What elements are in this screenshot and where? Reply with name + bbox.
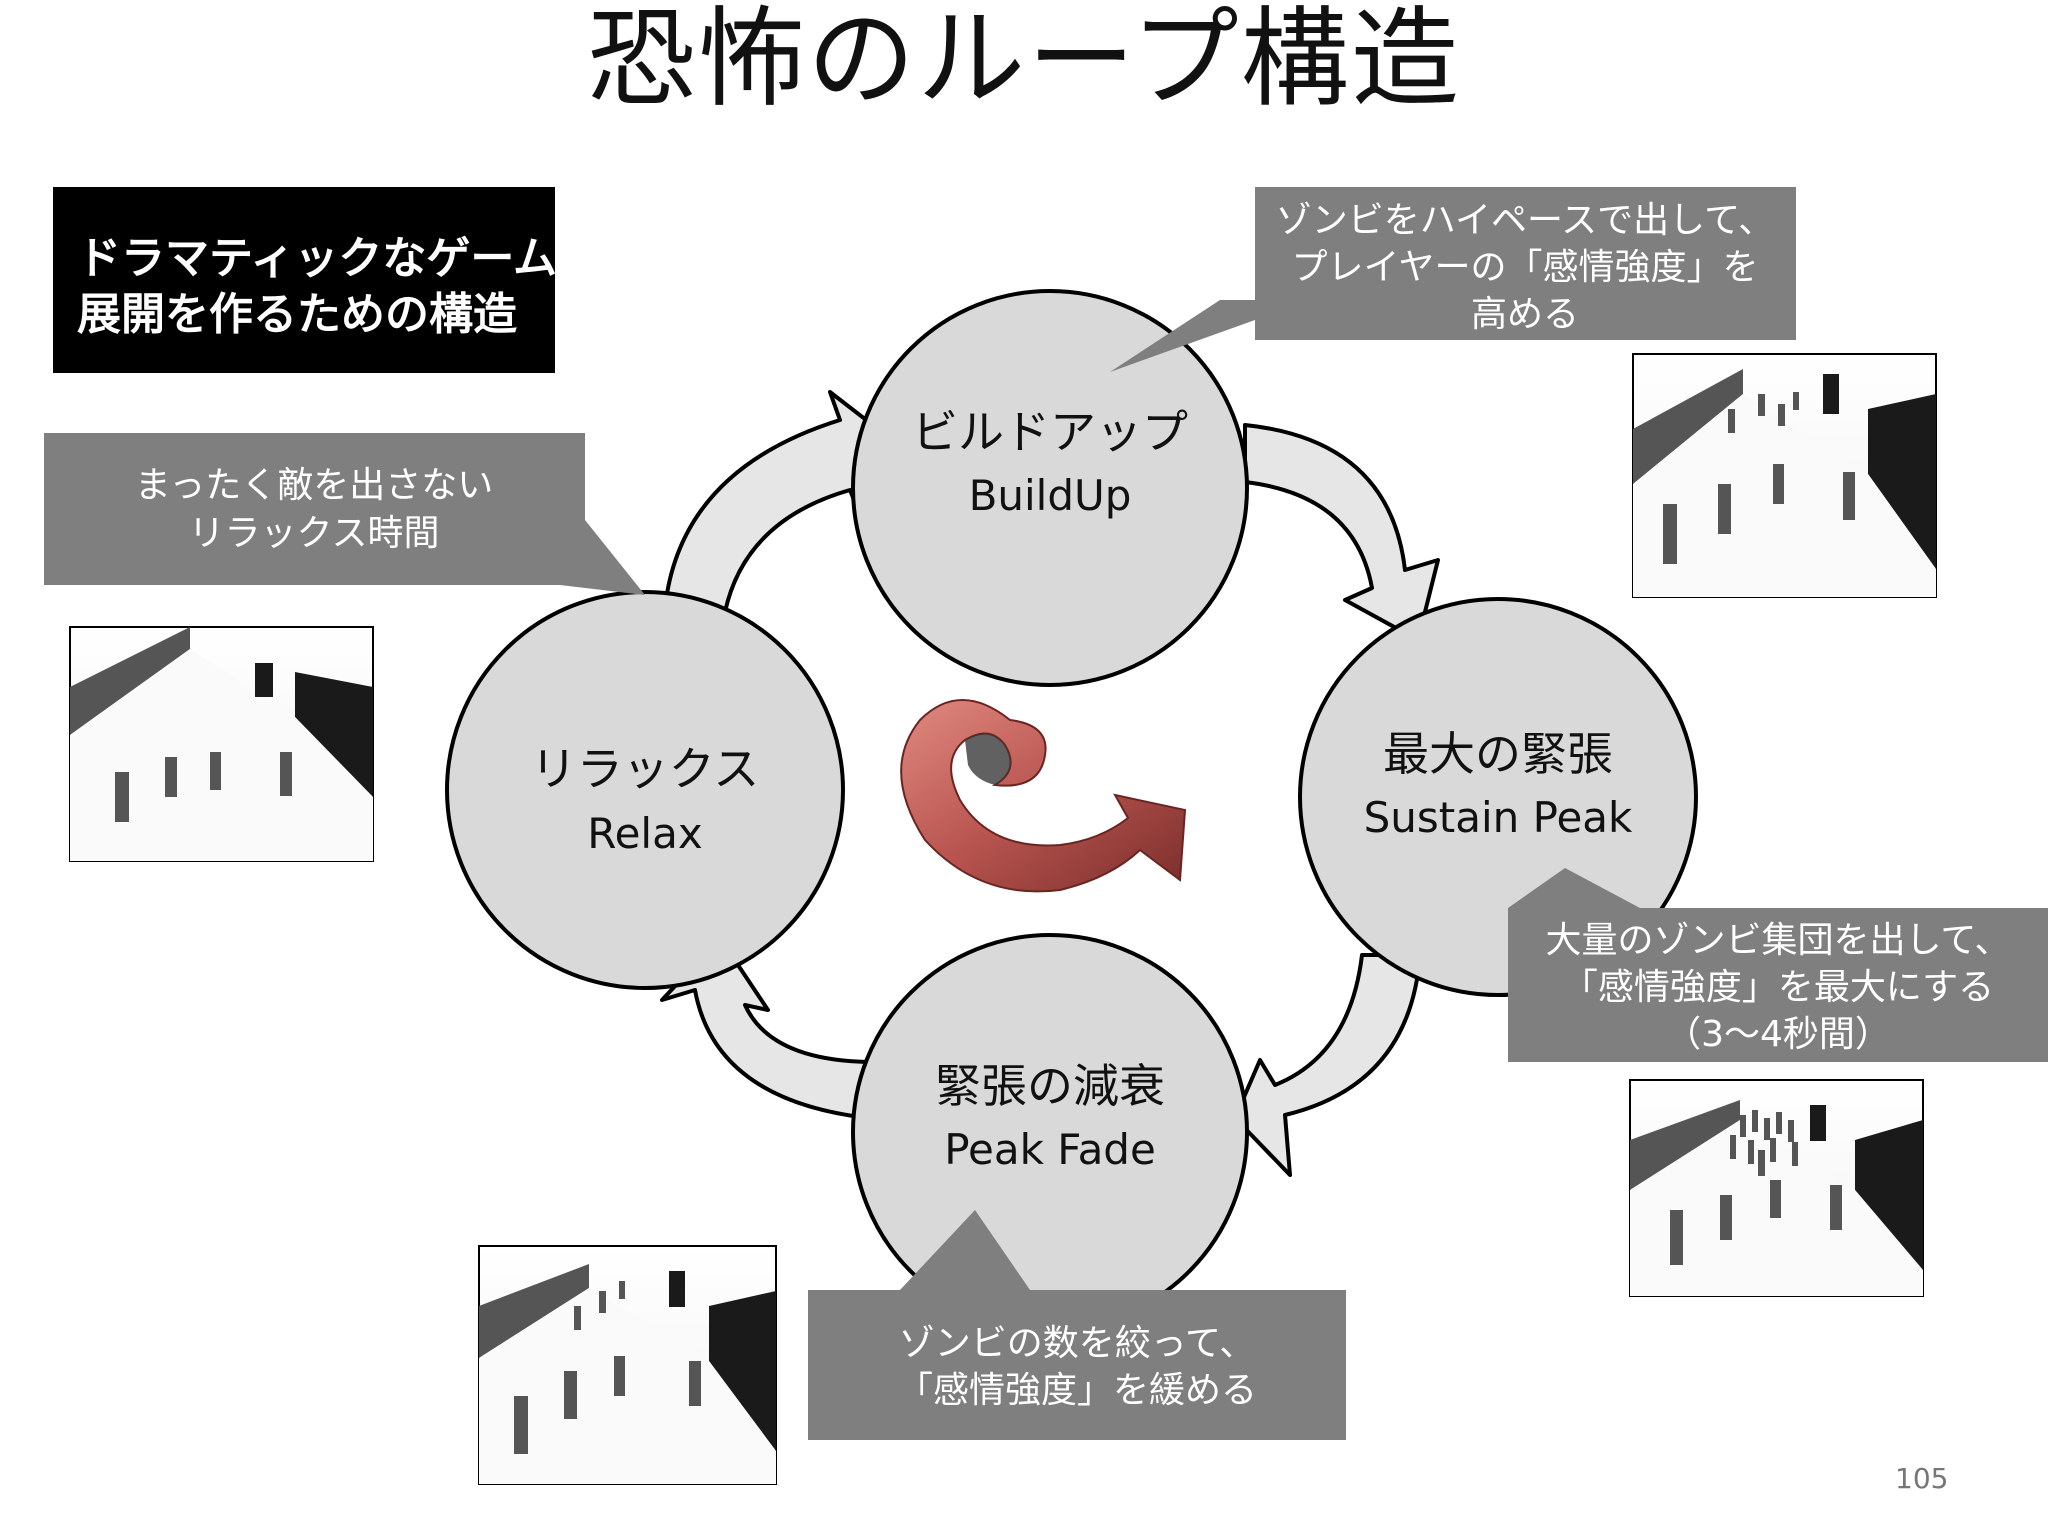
- slide-title: 恐怖のループ構造: [587, 0, 1461, 122]
- stage-buildup: ビルドアップ BuildUp: [851, 289, 1249, 687]
- stage-peak-en: Sustain Peak: [1364, 793, 1633, 842]
- stage-relax-en: Relax: [587, 809, 702, 858]
- zombie-figures: [1663, 392, 1855, 564]
- callout-peak-line: 大量のゾンビ集団を出して、: [1545, 920, 2010, 961]
- stage-buildup-en: BuildUp: [969, 471, 1132, 520]
- cycle-arrow-buildup-to-peak: [1243, 423, 1440, 642]
- corridor-image-relax: [69, 626, 374, 862]
- stage-fade: 緊張の減衰 Peak Fade: [851, 933, 1249, 1331]
- callout-fade-line: 「感情強度」を緩める: [897, 1370, 1257, 1411]
- zombie-figures: [115, 752, 292, 822]
- cycle-arrow-fade-to-relax: [660, 936, 870, 1120]
- spiral-loop-icon: [900, 699, 1187, 893]
- callout-buildup-line: 高める: [1471, 294, 1579, 335]
- zombie-figures: [1670, 1110, 1842, 1265]
- zombie-figures: [514, 1281, 701, 1454]
- stage-buildup-jp: ビルドアップ: [912, 405, 1188, 459]
- callout-buildup: ゾンビをハイペースで出して、 プレイヤーの「感情強度」を 高める: [1110, 187, 1796, 372]
- callout-relax: まったく敵を出さない リラックス時間: [44, 433, 645, 595]
- callout-fade: ゾンビの数を絞って、 「感情強度」を緩める: [808, 1210, 1346, 1440]
- callout-fade-line: ゾンビの数を絞って、: [899, 1323, 1255, 1364]
- corridor-image-peak: [1629, 1079, 1924, 1297]
- callout-peak-line: （3～4秒間）: [1665, 1014, 1891, 1055]
- callout-buildup-line: ゾンビをハイペースで出して、: [1276, 200, 1775, 241]
- intro-box: ドラマティックなゲーム 展開を作るための構造: [53, 187, 558, 373]
- callout-peak-line: 「感情強度」を最大にする: [1562, 967, 1994, 1008]
- corridor-image-fade: [478, 1245, 777, 1485]
- page-number: 105: [1895, 1462, 1949, 1495]
- cycle-arrow-relax-to-buildup: [663, 390, 907, 614]
- callout-relax-line: リラックス時間: [189, 513, 440, 554]
- callout-relax-line: まったく敵を出さない: [135, 465, 494, 506]
- stage-relax: リラックス Relax: [445, 590, 845, 990]
- corridor-image-buildup: [1632, 353, 1937, 598]
- callout-buildup-line: プレイヤーの「感情強度」を: [1292, 247, 1759, 288]
- stage-peak-jp: 最大の緊張: [1383, 727, 1613, 781]
- cycle-arrow-peak-to-fade: [1233, 953, 1422, 1177]
- stage-fade-jp: 緊張の減衰: [935, 1059, 1165, 1113]
- intro-line: 展開を作るための構造: [77, 289, 517, 340]
- callout-peak: 大量のゾンビ集団を出して、 「感情強度」を最大にする （3～4秒間）: [1508, 868, 2048, 1062]
- stage-fade-en: Peak Fade: [944, 1125, 1156, 1174]
- stage-relax-jp: リラックス: [531, 742, 760, 796]
- intro-line: ドラマティックなゲーム: [77, 233, 558, 284]
